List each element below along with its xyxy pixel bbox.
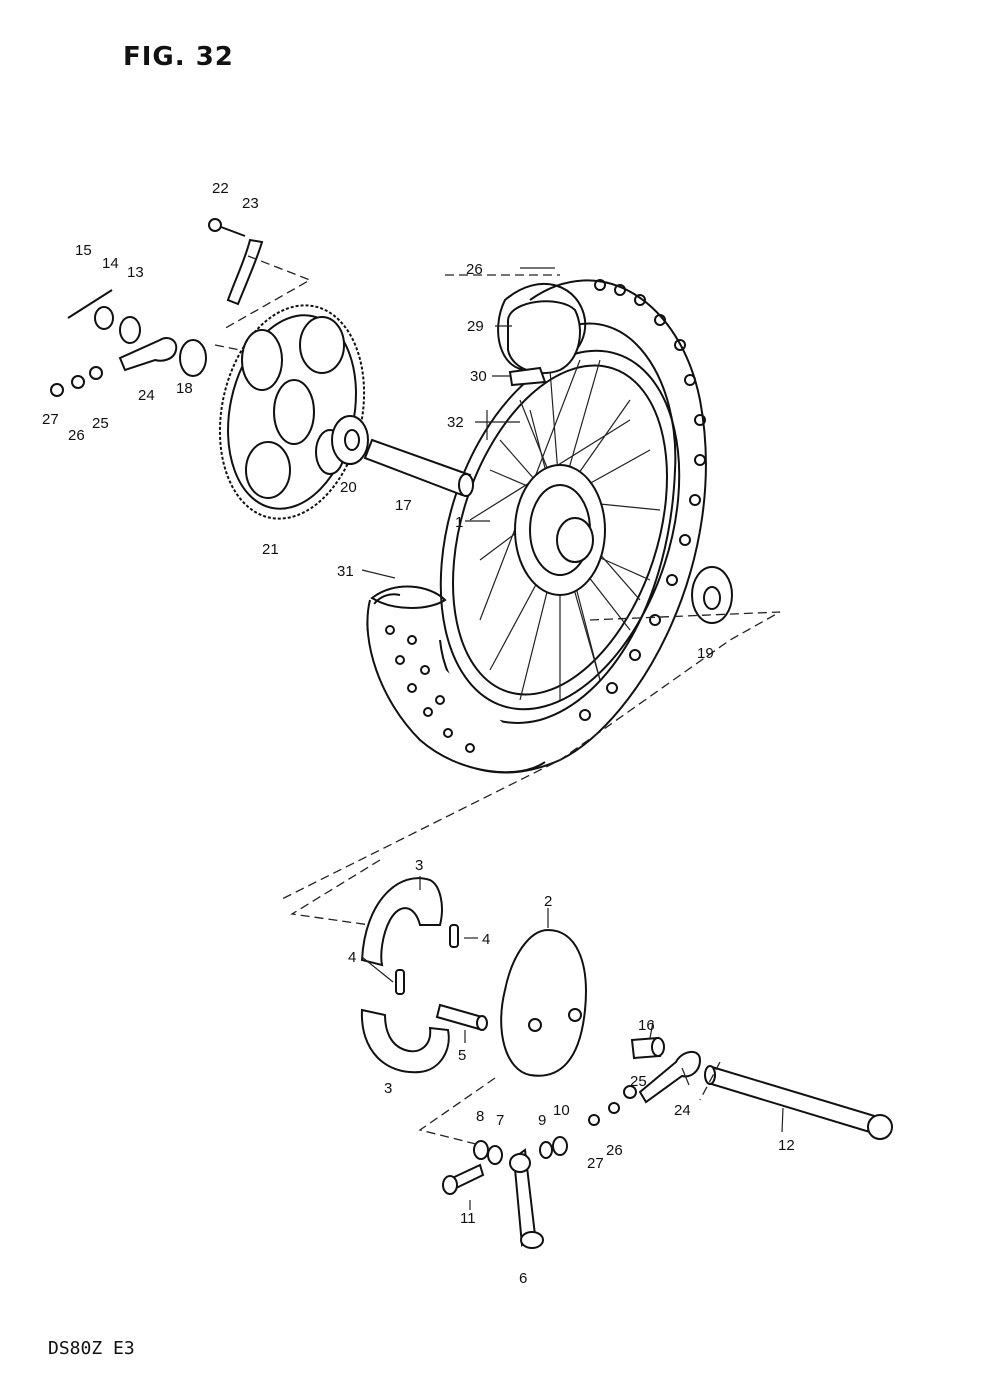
callout-27-lower: 27 <box>587 1155 604 1172</box>
callout-27-upper: 27 <box>42 411 59 428</box>
sprocket-bolt <box>208 218 246 237</box>
callout-29: 29 <box>467 318 484 335</box>
callout-21: 21 <box>262 541 279 558</box>
brake-shoe-upper <box>360 877 443 967</box>
brake-cam-lever <box>509 1148 544 1249</box>
brake-cam <box>435 1003 488 1031</box>
callout-10: 10 <box>553 1102 570 1119</box>
brake-panel <box>500 928 587 1077</box>
callout-13: 13 <box>127 264 144 281</box>
callout-16: 16 <box>638 1017 655 1034</box>
right-spacer <box>691 566 733 624</box>
callout-17: 17 <box>395 497 412 514</box>
callout-26-lower: 26 <box>606 1142 623 1159</box>
callout-30: 30 <box>470 368 487 385</box>
callout-19: 19 <box>697 645 714 662</box>
callout-3-upper: 3 <box>415 857 423 874</box>
rear-axle <box>704 1065 893 1140</box>
axle-spacer <box>363 438 474 497</box>
sprocket-lock-plate <box>226 238 264 306</box>
callout-26-tire: 26 <box>466 261 483 278</box>
callout-12: 12 <box>778 1137 795 1154</box>
model-code: DS80Z E3 <box>48 1338 135 1359</box>
right-chain-adjuster <box>588 1051 702 1126</box>
callout-1: 1 <box>455 514 463 531</box>
figure-title: FIG. 32 <box>123 42 234 72</box>
callout-2: 2 <box>544 893 552 910</box>
callout-24-lower: 24 <box>674 1102 691 1119</box>
callout-3-lower: 3 <box>384 1080 392 1097</box>
callout-22: 22 <box>212 180 229 197</box>
callout-24-upper: 24 <box>138 387 155 404</box>
callout-32: 32 <box>447 414 464 431</box>
wheel-hub <box>514 464 606 596</box>
assembly-lines <box>214 255 781 1146</box>
callout-labels: 1 2 3 3 4 4 5 6 7 8 9 10 11 12 13 14 15 … <box>42 180 795 1287</box>
callout-26-upper-left: 26 <box>68 427 85 444</box>
callout-31: 31 <box>337 563 354 580</box>
callout-14: 14 <box>102 255 119 272</box>
callout-5: 5 <box>458 1047 466 1064</box>
lever-hardware <box>442 1136 568 1195</box>
callout-4-left: 4 <box>348 949 356 966</box>
leader-lines <box>361 267 784 1210</box>
callout-11: 11 <box>460 1210 476 1227</box>
callout-4-right: 4 <box>482 931 490 948</box>
inner-tube <box>507 300 581 375</box>
callout-18: 18 <box>176 380 193 397</box>
callout-23: 23 <box>242 195 259 212</box>
left-axle-hardware <box>50 289 207 397</box>
callout-9: 9 <box>538 1112 546 1129</box>
callout-8: 8 <box>476 1108 484 1125</box>
brake-shoe-lower <box>360 1008 450 1074</box>
callout-20: 20 <box>340 479 357 496</box>
sprocket-drum <box>331 415 369 465</box>
rim-band <box>508 366 547 387</box>
brake-shoe-springs <box>395 924 459 995</box>
rear-sprocket <box>218 304 366 520</box>
callout-15: 15 <box>75 242 92 259</box>
callout-25-lower: 25 <box>630 1073 647 1090</box>
callout-6: 6 <box>519 1270 527 1287</box>
brake-panel-spacer <box>630 1036 665 1060</box>
callout-25-upper: 25 <box>92 415 109 432</box>
callout-7: 7 <box>496 1112 504 1129</box>
